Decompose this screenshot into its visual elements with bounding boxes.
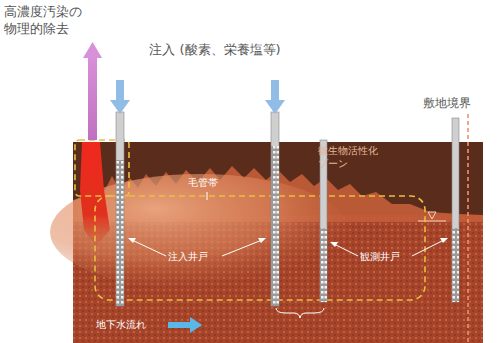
removal-note: 高濃度汚染の 物理的除去 — [4, 4, 86, 38]
capillary-label: 毛管帯 — [188, 176, 238, 189]
injection-note: 注入 (酸素、栄養塩等) — [140, 42, 290, 59]
zone-label: 微生物活性化 ゾーン — [318, 144, 396, 170]
boundary-label: 敷地境界 — [412, 96, 482, 112]
flow-label: 地下水流れ — [96, 318, 166, 331]
injection-well-label: 注入井戸 — [168, 250, 228, 263]
observation-well-label: 観測井戸 — [360, 250, 420, 263]
